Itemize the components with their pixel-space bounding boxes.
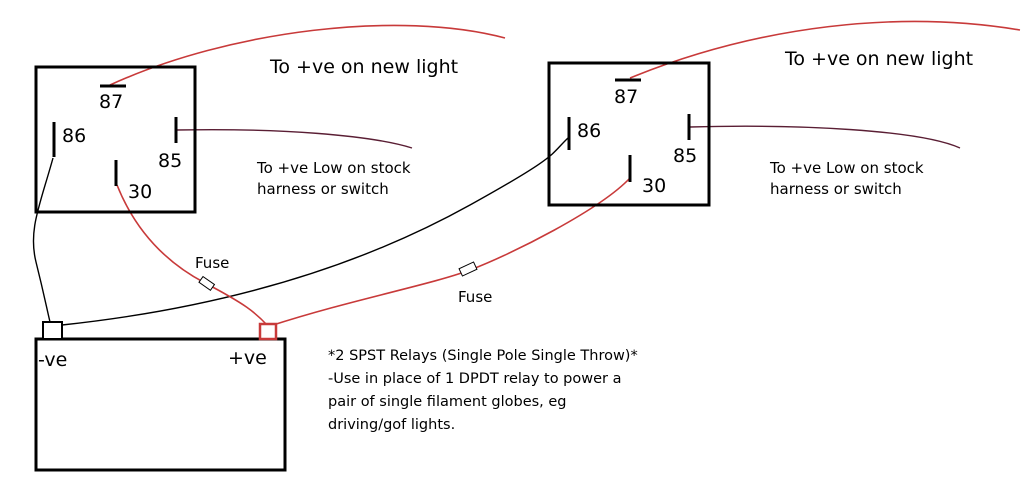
wire-left-87-to-light: [109, 24, 506, 86]
wire-left-85-to-switch: [175, 128, 413, 149]
relay-left-pin-86: 86: [62, 125, 86, 147]
battery-positive-label: +ve: [228, 347, 267, 369]
right-low-label-line2: harness or switch: [770, 180, 902, 198]
wire-right-85-to-switch: [689, 125, 961, 149]
fuse-left-label: Fuse: [195, 254, 229, 272]
relay-left-pin-85: 85: [158, 150, 182, 172]
note-line-3: pair of single filament globes, eg: [328, 394, 567, 410]
battery-positive-terminal: [258, 322, 278, 341]
wire-right-30-to-positive: [269, 177, 631, 327]
battery-negative-label: -ve: [38, 349, 67, 371]
fuse-right-label: Fuse: [458, 288, 492, 306]
right-low-label-line1: To +ve Low on stock: [769, 159, 924, 177]
relay-right-pin-85: 85: [673, 145, 697, 167]
fuse-right-icon: [458, 261, 478, 277]
left-low-label-line2: harness or switch: [257, 180, 389, 198]
left-low-label-line1: To +ve Low on stock: [256, 159, 411, 177]
fuse-left-icon: [198, 275, 216, 291]
relay-right-pin-86: 86: [577, 120, 601, 142]
note-line-2: -Use in place of 1 DPDT relay to power a: [328, 371, 621, 387]
wire-left-86-to-ground: [32, 157, 54, 323]
left-new-light-label: To +ve on new light: [269, 56, 458, 78]
relay-left-pin-87: 87: [99, 91, 123, 113]
note-line-4: driving/gof lights.: [328, 417, 455, 433]
relay-right-box: [547, 61, 711, 207]
battery-negative-terminal: [42, 321, 63, 340]
relay-left-box: [34, 65, 197, 214]
note-line-1: *2 SPST Relays (Single Pole Single Throw…: [328, 348, 638, 364]
right-new-light-label: To +ve on new light: [784, 48, 973, 70]
battery-box: [34, 337, 287, 472]
relay-right-pin-30: 30: [642, 175, 666, 197]
wire-right-87-to-light: [629, 20, 1021, 79]
relay-left-pin-30: 30: [128, 181, 152, 203]
relay-right-pin-87: 87: [614, 86, 638, 108]
